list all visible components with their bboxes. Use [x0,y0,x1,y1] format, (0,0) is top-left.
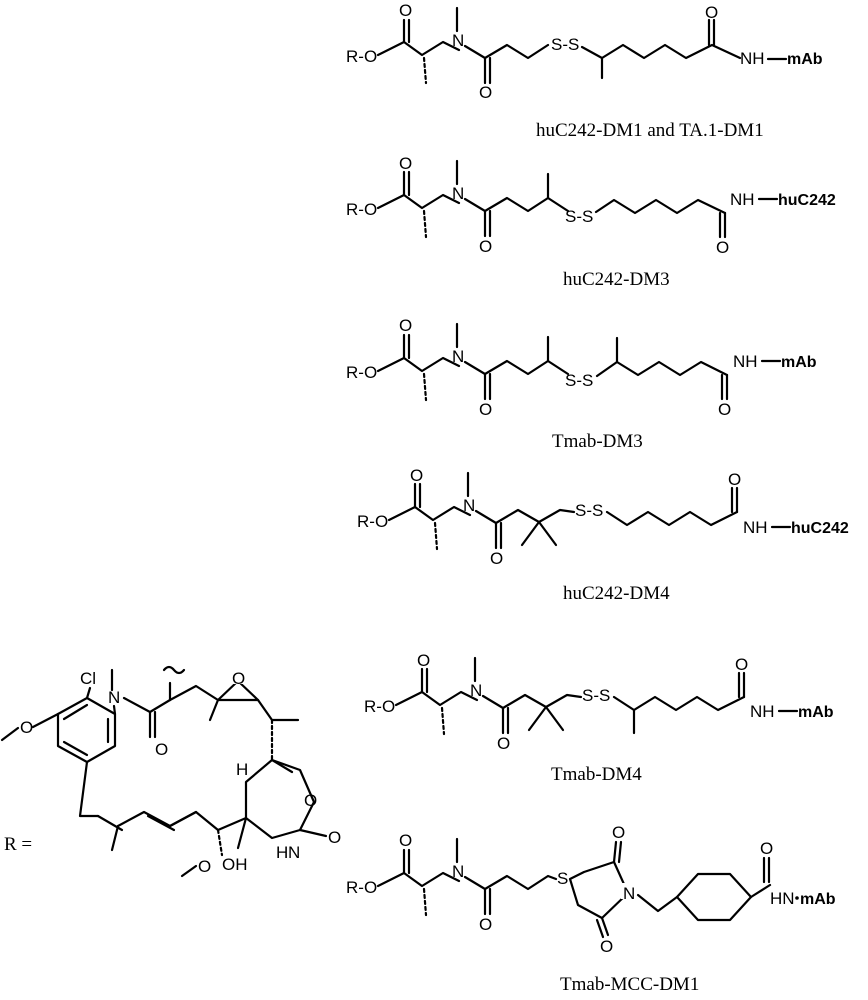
amide-o: O [497,734,510,753]
structure-3: R-O O N O S-S O NH mAb Tmab-DM3 [346,316,817,452]
h-label: H [236,760,248,779]
amide-n: N [452,184,464,203]
carbonyl-o: O [399,831,412,850]
imide-n: N [623,884,635,903]
terminal-o: O [718,400,731,419]
amide-n: N [452,347,464,366]
disulfide: S-S [565,207,593,226]
hydroxyl: OH [222,855,248,874]
caption-2: huC242-DM3 [563,269,670,290]
carbonyl-o: O [399,1,412,20]
antibody-label: huC242 [778,192,836,209]
r-equals-label: R = [4,834,32,855]
amide-n: N [470,681,482,700]
carbamate-o: O [304,791,317,810]
amide-n: N [452,31,464,50]
nh-label: NH [743,518,768,537]
caption-4: huC242-DM4 [563,583,670,604]
caption-1: huC242-DM1 and TA.1-DM1 [536,120,764,141]
r-o-label: R-O [357,512,388,531]
nh-label: NH [733,352,758,371]
terminal-o: O [760,839,773,858]
r-o-label: R-O [346,363,377,382]
terminal-o: O [705,3,718,22]
succinimide-o-bottom: O [600,937,613,956]
terminal-o: O [728,470,741,489]
maytansinoid-core: R = Cl O N O O H O O H N OH [0,665,341,878]
amide-o: O [479,83,492,102]
antibody-label: huC242 [791,520,849,537]
terminal-o: O [716,238,729,257]
caption-3: Tmab-DM3 [552,431,643,452]
carbonyl-o: O [155,740,168,759]
disulfide: S-S [582,686,610,705]
structure-4: R-O O N O S-S O NH huC242 huC242-DM4 [357,466,849,604]
r-o-label: R-O [364,697,395,716]
r-o-label: R-O [346,200,377,219]
chloro: Cl [80,669,96,688]
carbonyl-o: O [399,154,412,173]
structure-5: R-O O N O S-S O NH mAb Tmab-DM4 [364,651,834,785]
antibody-label: mAb [800,891,836,908]
carbamate-co: O [328,828,341,847]
amide-o: O [479,237,492,256]
succinimide-o-top: O [612,823,625,842]
disulfide: S-S [575,501,603,520]
terminal-o: O [735,655,748,674]
disulfide: S-S [565,371,593,390]
amide-o: O [479,400,492,419]
methoxy2-o: O [198,857,211,876]
methoxy-o: O [20,718,33,737]
amide-o: O [490,549,503,568]
nh-label: NH [730,190,755,209]
amide-n: N [452,862,464,881]
structure-2: R-O O N O S-S O NH huC242 huC242-DM3 [346,154,836,290]
disulfide: S-S [551,35,579,54]
antibody-label: mAb [787,51,823,68]
r-o-label: R-O [346,47,377,66]
carbonyl-o: O [417,651,430,670]
structure-1: R-O O N O S-S O NH mAb huC242-DM1 and TA… [346,1,823,141]
caption-5: Tmab-DM4 [551,764,642,785]
hn-label: HN [770,889,795,908]
thioether-s: S [557,869,568,888]
structure-6: R-O O N O S O O N O HN mAb Tmab-MCC-DM1 [346,823,836,995]
carbonyl-o: O [399,316,412,335]
r-o-label: R-O [346,878,377,897]
carbonyl-o: O [410,466,423,485]
caption-6: Tmab-MCC-DM1 [560,974,699,995]
nh-label: NH [740,49,765,68]
antibody-label: mAb [798,704,834,721]
carbamate-n: N [288,843,300,862]
epoxide-o: O [232,669,245,688]
amide-n: N [463,496,475,515]
nh-label: NH [750,702,775,721]
nh-h: H [276,843,288,862]
ring-n: N [108,688,120,707]
amide-o: O [479,915,492,934]
antibody-label: mAb [781,354,817,371]
